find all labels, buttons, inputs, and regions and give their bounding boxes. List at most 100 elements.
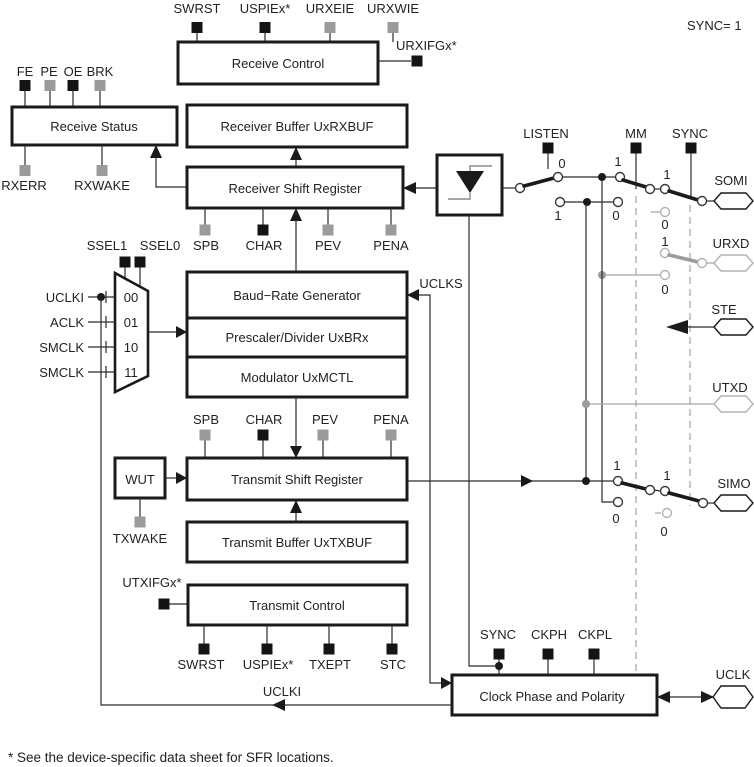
baud-rate-outer-box	[185, 270, 409, 399]
receiver-shift-block: Receiver Shift Register SPB CHAR PEV PEN…	[185, 165, 437, 272]
bit-label-spb: SPB	[193, 412, 219, 427]
transmit-control-box	[186, 583, 409, 627]
tap-stems	[24, 91, 101, 107]
control-tap-icon	[19, 80, 31, 91]
sync-junction-dot	[495, 662, 503, 670]
bit-label-sync: SYNC	[672, 126, 708, 141]
uclks-label: UCLKS	[419, 276, 463, 291]
control-tap-icon	[387, 22, 399, 33]
control-tap-icon	[542, 142, 554, 154]
utxd-pin	[713, 395, 754, 413]
control-tap-icon	[630, 142, 642, 154]
arrowhead-left	[407, 289, 419, 301]
tap-stems	[196, 33, 394, 42]
tap-stems	[203, 625, 393, 644]
somi-sync-pos0-contact	[659, 206, 671, 218]
bit-label-pev: PEV	[315, 238, 341, 253]
control-tap-icon	[588, 648, 600, 660]
clock-phase-block: SYNC CKPH CKPL Clock Phase and Polarity …	[100, 297, 754, 717]
mm-pos1-label: 1	[614, 154, 621, 169]
somi-sync-pos0-label: 0	[661, 217, 668, 232]
wut-label: WUT	[125, 472, 155, 487]
mux-trapezoid	[113, 270, 150, 395]
bit-label-urxifg: URXIFGx*	[396, 38, 457, 53]
bit-label-urxeie: URXEIE	[306, 1, 355, 16]
control-tap-icon	[493, 648, 505, 660]
listen-pos0-contact	[552, 171, 564, 183]
simo-sync-pos1-label: 1	[663, 468, 670, 483]
simo-sync-pos0-contact	[661, 507, 673, 519]
bit-label-pena: PENA	[373, 238, 409, 253]
bit-label-ssel0: SSEL0	[140, 238, 180, 253]
bit-label-char: CHAR	[246, 238, 283, 253]
arrowhead-right	[521, 475, 533, 487]
bit-label-sync: SYNC	[480, 627, 516, 642]
mm-pole-contact	[644, 183, 656, 195]
bit-label-oe: OE	[64, 64, 83, 79]
bit-label-spb: SPB	[193, 238, 219, 253]
pin-label-urxd: URXD	[713, 236, 750, 251]
control-tap-icon	[386, 643, 398, 655]
wut-box	[113, 456, 167, 500]
receiver-shift-label: Receiver Shift Register	[229, 181, 363, 196]
transmit-control-block: UTXIFGx* Transmit Control SWRST USPIEx* …	[122, 575, 409, 672]
transmit-buffer-label: Transmit Buffer UxTXBUF	[222, 535, 372, 550]
receive-control-box	[176, 40, 380, 86]
simo-pole-contact	[644, 484, 656, 496]
control-tap-icon	[134, 516, 146, 528]
bit-label-txwake: TXWAKE	[113, 531, 168, 546]
urxd-out-contact	[696, 257, 708, 269]
control-tap-icon	[317, 429, 329, 441]
clock-phase-box	[450, 673, 659, 717]
clock-phase-label: Clock Phase and Polarity	[479, 689, 625, 704]
urxd-pin	[713, 254, 754, 272]
control-tap-icon	[134, 256, 146, 268]
simo-mm-blade	[620, 481, 648, 491]
arrowhead-up	[290, 500, 302, 513]
uclk-pin	[712, 685, 754, 709]
transmit-control-label: Transmit Control	[249, 598, 345, 613]
listen-pos0-label: 0	[558, 156, 565, 171]
urxd-pos0-contact	[659, 269, 671, 281]
bit-label-swrst: SWRST	[174, 1, 221, 16]
transmit-buffer-box	[185, 520, 409, 564]
mux-in-uclki-label: UCLKI	[46, 290, 84, 305]
tap-stems	[204, 208, 392, 225]
control-tap-icon	[191, 22, 203, 33]
bit-label-uspie: USPIEx*	[243, 657, 294, 672]
rx-route-wire	[601, 181, 613, 503]
somi-out-contact	[696, 195, 708, 207]
listen-pos1-label: 1	[554, 208, 561, 223]
simo-out-contact	[697, 497, 709, 509]
receiver-buffer-block: Receiver Buffer UxRXBUF	[185, 103, 409, 167]
utxd-junction-dot	[582, 400, 590, 408]
control-tap-icon	[324, 22, 336, 33]
simo-mm-pos0-label: 0	[612, 511, 619, 526]
bit-label-uspie: USPIEx*	[240, 1, 291, 16]
row0-junction-dot	[598, 173, 606, 181]
control-tap-icon	[542, 648, 554, 660]
arrowhead-left	[403, 182, 416, 194]
bit-label-listen: LISTEN	[523, 126, 569, 141]
prescaler-label: Prescaler/Divider UxBRx	[225, 330, 369, 345]
mm-pos0-label: 0	[612, 208, 619, 223]
tap-stems	[498, 659, 595, 675]
control-tap-icon	[19, 165, 31, 176]
arrowhead-right	[176, 326, 187, 338]
mux-code-01: 01	[124, 315, 138, 330]
control-tap-icon	[199, 224, 211, 236]
control-tap-icon	[322, 224, 334, 236]
ste-pin	[713, 318, 754, 336]
arrowhead-left	[272, 699, 285, 711]
input-buffer-block	[435, 153, 516, 667]
mux-in-aclk-label: ACLK	[50, 315, 84, 330]
row1-junction-dot	[583, 198, 591, 206]
urxd-pos1-label: 1	[661, 234, 668, 249]
control-tap-icon	[67, 80, 79, 91]
bit-label-ckpl: CKPL	[578, 627, 612, 642]
arrowhead-down	[290, 446, 302, 458]
pin-label-uclk: UCLK	[716, 667, 751, 682]
arrowhead-up	[150, 145, 162, 158]
simo-sync-pos0-label: 0	[660, 524, 667, 539]
mode-label: SYNC= 1	[687, 18, 742, 33]
